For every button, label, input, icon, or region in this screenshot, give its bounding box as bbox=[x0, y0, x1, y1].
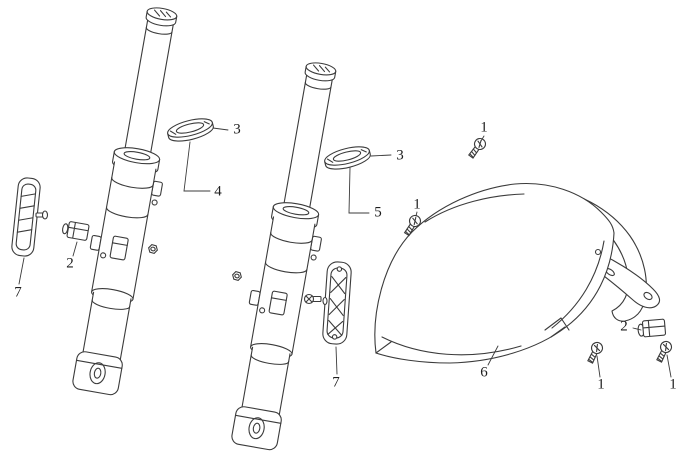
callout-label-1-5: 1 bbox=[413, 196, 421, 213]
clamp-left bbox=[62, 221, 90, 241]
fender-step-detail bbox=[544, 317, 570, 338]
fender-bolt-hole bbox=[594, 248, 602, 256]
fender-tip-fold bbox=[375, 341, 392, 354]
callout-label-4-1: 4 bbox=[214, 183, 222, 200]
leader-lines bbox=[18, 127, 672, 378]
reflector-plate-right bbox=[322, 261, 352, 345]
callout-label-5-3: 5 bbox=[374, 204, 382, 221]
callout-label-1-11: 1 bbox=[597, 376, 605, 393]
callout-label-1-12: 1 bbox=[669, 376, 677, 393]
callout-label-6-9: 6 bbox=[480, 364, 488, 381]
fender-inner-edge bbox=[551, 240, 605, 329]
bracket-end-hole bbox=[643, 291, 653, 301]
fender-crease-top bbox=[424, 193, 525, 223]
callout-label-3-2: 3 bbox=[396, 147, 404, 164]
reflector-screw-right bbox=[303, 293, 328, 306]
fender-crease-bottom bbox=[381, 336, 522, 356]
callout-label-1-4: 1 bbox=[480, 119, 488, 136]
fender-main-panel bbox=[374, 182, 615, 364]
callout-label-2-6: 2 bbox=[66, 255, 74, 272]
reflector-plate-left bbox=[11, 177, 41, 257]
reflector-screw-left bbox=[35, 210, 49, 220]
callout-label-2-10: 2 bbox=[620, 318, 628, 335]
callout-label-7-7: 7 bbox=[14, 284, 22, 301]
front-fender-assembly bbox=[374, 182, 661, 364]
callout-label-3-0: 3 bbox=[233, 121, 241, 138]
callout-label-7-8: 7 bbox=[332, 374, 340, 391]
